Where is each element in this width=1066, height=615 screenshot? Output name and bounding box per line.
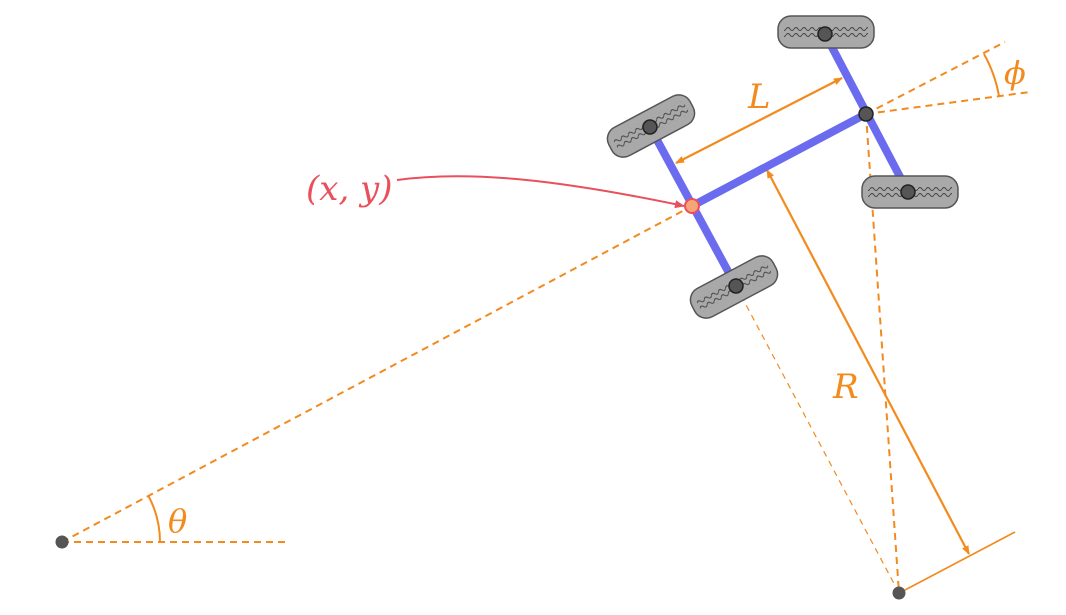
wheelbase-label: L — [747, 77, 771, 117]
position-label: (x, y) — [306, 169, 393, 209]
rear-axle-extension-line — [735, 285, 900, 594]
rear-right-hub — [728, 278, 744, 294]
reference-point — [684, 198, 700, 214]
radius-base-line — [904, 531, 1016, 591]
theta-angle-arc — [147, 495, 161, 543]
steering-angle-label: ϕ — [1004, 54, 1026, 92]
front-axle-center — [858, 106, 874, 122]
front-left-hub — [817, 26, 833, 42]
world-origin-dot — [55, 535, 69, 549]
phi-angle-arc — [983, 53, 1000, 97]
radius-label: R — [832, 367, 859, 407]
rear-left-hub — [642, 119, 658, 135]
front-right-hub — [900, 184, 916, 200]
heading-angle-label: θ — [168, 502, 187, 540]
vehicle-chassis — [646, 30, 912, 290]
body-axis-extension — [865, 41, 1006, 115]
radius-dimension-arrow — [766, 169, 970, 555]
chassis-body — [688, 110, 870, 210]
instantaneous-center-dot — [892, 586, 906, 600]
heading-direction-line — [61, 205, 693, 543]
front-wheel-direction-line — [865, 91, 1031, 115]
position-pointer-curve — [396, 175, 685, 209]
wheelbase-dimension-arrow — [675, 77, 843, 164]
